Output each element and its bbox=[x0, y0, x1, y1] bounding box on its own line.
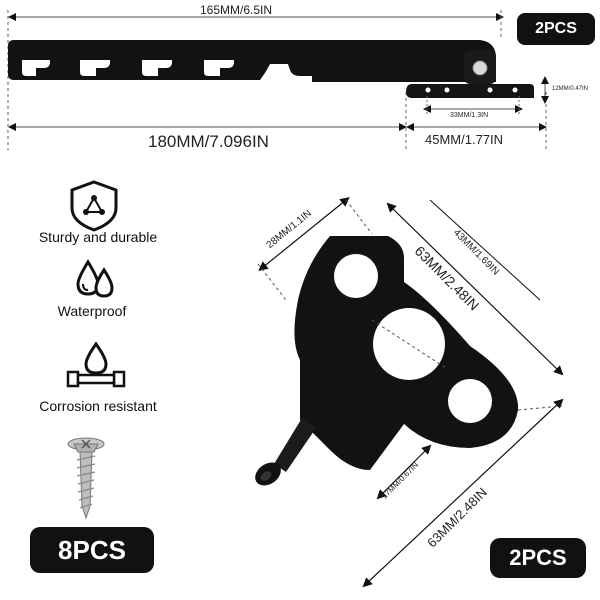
feature-corrosion: Corrosion resistant bbox=[39, 398, 157, 414]
dim-label-165: 165MM/6.5IN bbox=[200, 3, 273, 17]
dim-guide-28-b bbox=[257, 263, 287, 301]
bracket-quantity-badge: 2PCS bbox=[490, 538, 586, 578]
bracket-hole-small bbox=[334, 254, 378, 298]
screws-quantity-badge: 8PCS bbox=[30, 527, 154, 573]
bracket-hole-lower bbox=[448, 379, 492, 423]
end-plate-hole-1 bbox=[425, 87, 431, 93]
dim-line-28 bbox=[258, 196, 350, 272]
bracket-pin bbox=[255, 418, 316, 486]
dim-label-12: 12MM/0.47IN bbox=[552, 86, 589, 92]
end-plate-hole-4 bbox=[512, 87, 518, 93]
bracket-plate bbox=[294, 236, 519, 470]
dim-label-180: 180MM/7.096IN bbox=[148, 132, 269, 151]
dim-line-63-top bbox=[386, 202, 564, 376]
end-plate-hole-2 bbox=[444, 87, 450, 93]
feature-sturdy: Sturdy and durable bbox=[38, 229, 158, 245]
dim-guide-28-a bbox=[345, 199, 373, 235]
dim-line-43 bbox=[429, 199, 541, 301]
dim-label-33: 33MM/1.3IN bbox=[450, 112, 489, 119]
screw-icon bbox=[67, 437, 105, 520]
feature-waterproof: Waterproof bbox=[57, 303, 127, 319]
stay-arm bbox=[8, 40, 496, 82]
dim-guide-bottom bbox=[517, 405, 563, 411]
stay-arm-slots bbox=[22, 60, 234, 76]
shield-icon bbox=[70, 180, 118, 232]
hinge-rivet bbox=[472, 60, 488, 76]
end-plate bbox=[406, 84, 534, 98]
top-quantity-badge: 2PCS bbox=[517, 13, 595, 45]
water-drops-icon bbox=[76, 259, 114, 298]
corrosion-icon bbox=[66, 341, 126, 388]
dim-label-45: 45MM/1.77IN bbox=[425, 132, 504, 147]
dim-guide-center-a bbox=[371, 319, 447, 369]
end-plate-hole-3 bbox=[487, 87, 493, 93]
dim-line-63-bottom bbox=[362, 398, 564, 588]
